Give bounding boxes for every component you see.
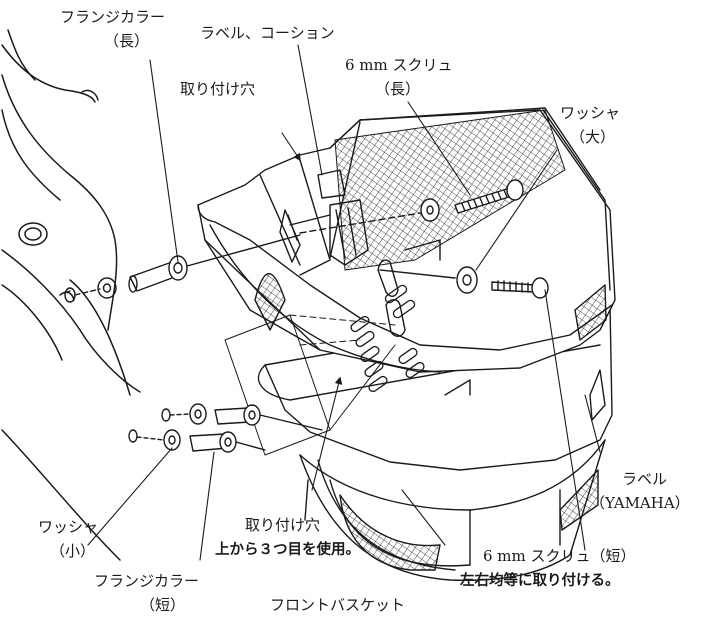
label-mount-hole-top: 取り付け穴 [180, 80, 256, 98]
screw-short-part [379, 266, 549, 299]
label-flange-collar-short: フランジカラー [94, 572, 200, 590]
flange-collar-long-part [63, 234, 301, 303]
flange-collar-short-parts [128, 403, 323, 453]
mounting-slots [350, 284, 425, 393]
label-screw-short: 6 mm スクリュ（短） [483, 547, 636, 565]
label-flange-collar-short-sub: （短） [140, 596, 186, 614]
label-mount-hole-bottom: 取り付け穴 [245, 516, 321, 534]
label-washer-small-sub: （小） [50, 542, 96, 560]
label-screw-short-note: 左右均等に取り付ける。 [460, 573, 620, 589]
label-flange-collar-long-sub: （長） [104, 32, 150, 50]
upper-basket [197, 107, 616, 396]
label-yamaha-sticker: ラベル [622, 470, 668, 488]
label-screw-long: 6 mm スクリュ [345, 56, 453, 74]
label-yamaha-sticker-sub: （YAMAHA） [590, 494, 690, 512]
label-flange-collar-long: フランジカラー [60, 8, 166, 26]
label-washer-large: ワッシャ [560, 104, 621, 122]
label-washer-large-sub: （大） [570, 128, 616, 146]
scooter-front-body [1, 29, 141, 561]
label-screw-long-sub: （長） [375, 80, 421, 98]
label-mount-hole-bottom-note: 上から３つ目を使用。 [215, 542, 360, 558]
label-caution-sticker: ラベル、コーション [200, 24, 335, 42]
screw-long-part [299, 179, 524, 234]
label-washer-small: ワッシャ [38, 518, 99, 536]
label-front-basket: フロントバスケット [270, 596, 406, 614]
leader-lines [87, 44, 601, 561]
